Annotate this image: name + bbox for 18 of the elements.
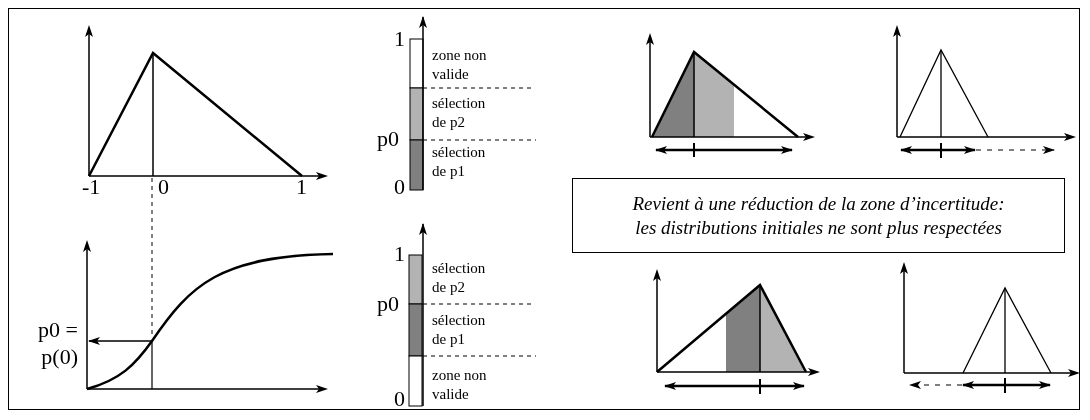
note-text: Revient à une réduction de la zone d’incertitude: les distributions initiales ne sont plus respectées [631, 191, 1006, 240]
tick-label: 0 [158, 176, 169, 198]
zone-label: sélection de p1 [432, 311, 487, 349]
tick-label: -1 [82, 176, 101, 198]
zone-label: zone non valide [432, 366, 488, 404]
tick-label: 1 [296, 176, 307, 198]
note-box [572, 178, 1065, 253]
scale-label: 0 [394, 176, 405, 198]
scale-label: 1 [394, 243, 405, 265]
scale-label: p0 [377, 293, 399, 315]
zone-label: sélection de p2 [432, 94, 487, 132]
scale-label: 1 [394, 28, 405, 50]
scale-label: 0 [394, 388, 405, 410]
zone-label: sélection de p2 [432, 259, 487, 297]
axis-value-label: p0 = p(0) [37, 316, 78, 370]
scale-label: p0 [377, 128, 399, 150]
zone-label: sélection de p1 [432, 143, 487, 181]
zone-label: zone non valide [432, 46, 488, 84]
